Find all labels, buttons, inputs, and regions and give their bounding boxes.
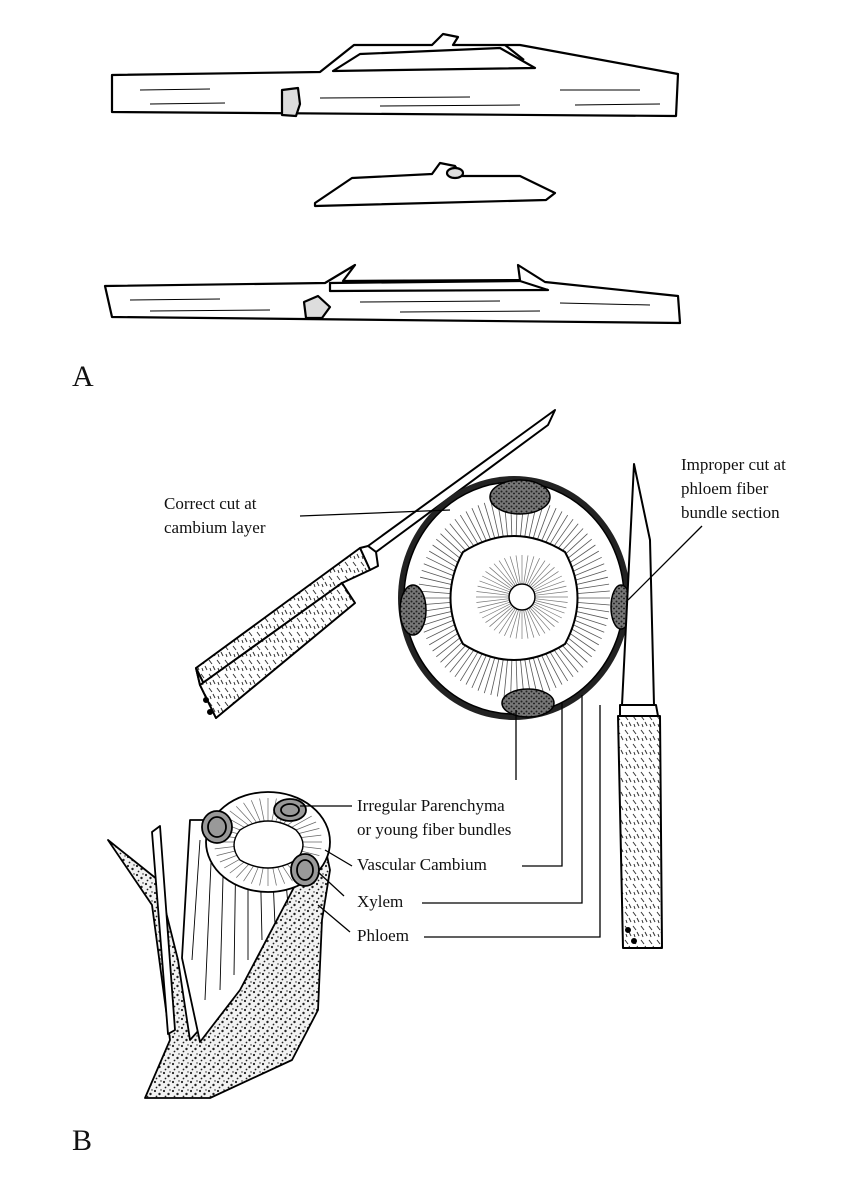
leader-vascular-cambium (522, 703, 563, 867)
peeled-stem (107, 791, 331, 1099)
leader-correct-cut (299, 509, 451, 517)
label-improper-cut-line3: bundle section (681, 503, 780, 522)
panel-label-b: B (72, 1124, 93, 1157)
label-xylem: Xylem (357, 892, 404, 911)
leader-phloem (424, 705, 601, 938)
leader-cambium-stem (324, 849, 353, 867)
label-improper-cut-line1: Improper cut at (681, 455, 786, 474)
stem-cross-section (398, 476, 632, 720)
stem-with-open-window (103, 263, 682, 325)
label-vascular-cambium: Vascular Cambium (357, 855, 487, 874)
label-improper-cut-line2: phloem fiber (681, 479, 769, 498)
leader-lines (299, 509, 703, 938)
label-parenchyma-line1: Irregular Parenchyma (357, 796, 505, 815)
fiber-bundle-bottom (501, 688, 555, 718)
knife-left (195, 409, 556, 719)
fiber-bundle-left (399, 584, 427, 636)
knife-right (617, 463, 663, 949)
stem-with-cut-flap (110, 32, 680, 118)
fiber-bundle-top (489, 479, 551, 515)
label-phloem: Phloem (357, 926, 409, 945)
label-correct-cut-line2: cambium layer (164, 518, 266, 537)
leader-phloem-stem (317, 904, 351, 933)
leader-improper-cut (627, 525, 703, 601)
label-correct-cut-line1: Correct cut at (164, 494, 257, 513)
panel-label-a: A (72, 360, 94, 393)
label-parenchyma-line2: or young fiber bundles (357, 820, 512, 839)
leader-xylem (422, 695, 583, 904)
removed-bark-strip (313, 161, 557, 208)
leader-xylem-stem (317, 871, 345, 897)
